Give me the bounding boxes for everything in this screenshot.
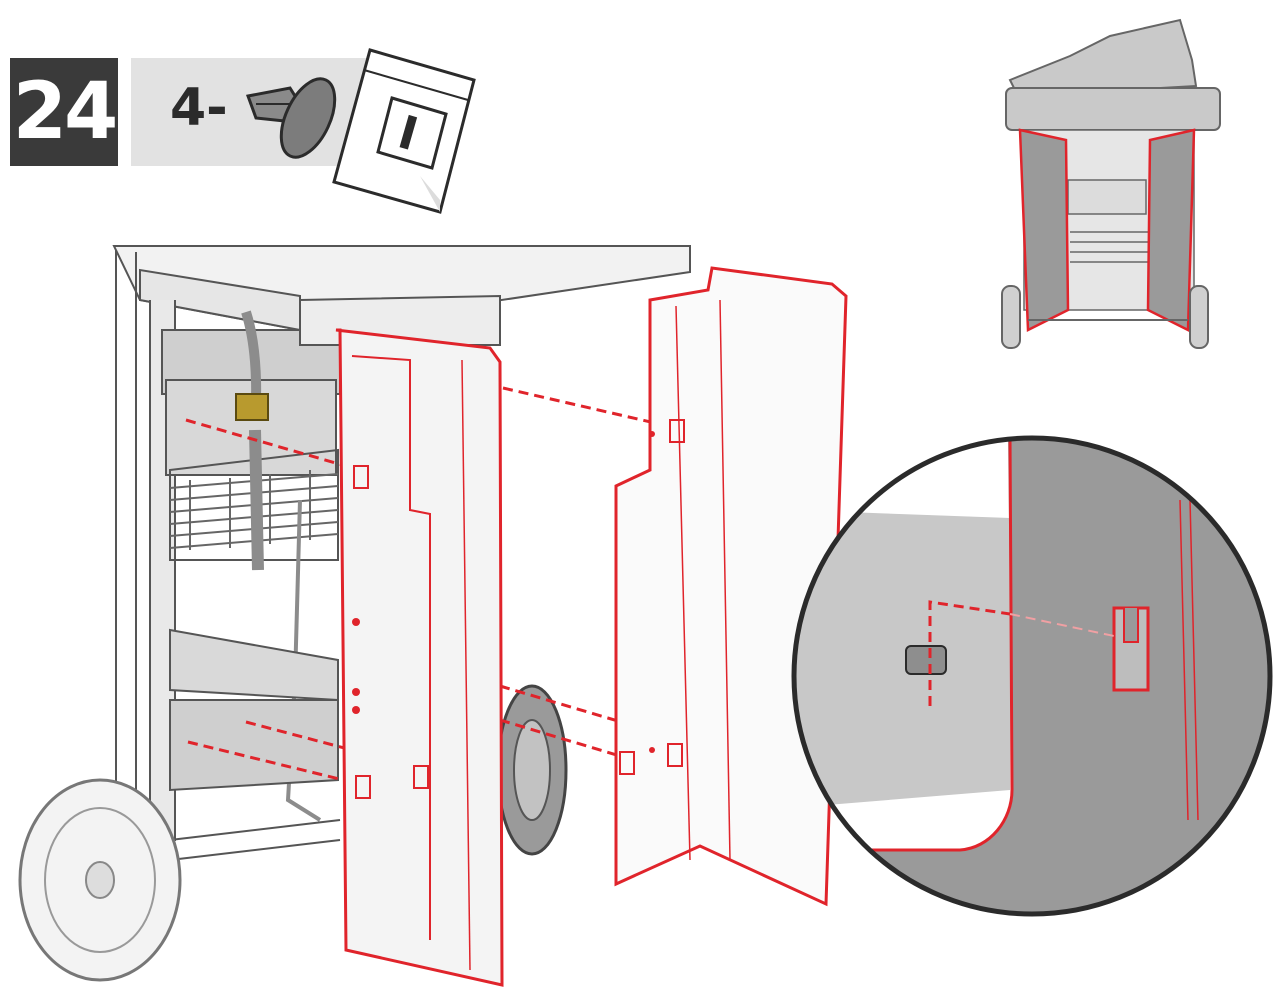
rear-wheel: [496, 684, 568, 856]
left-side-panel: [335, 328, 504, 987]
right-side-panel: [614, 266, 848, 907]
hardware-quantity: 4-: [170, 78, 228, 138]
step-number-badge: 24: [10, 58, 118, 166]
step-number: 24: [12, 67, 119, 157]
hardware-bag-icon: I: [332, 48, 476, 214]
front-wheel: [18, 778, 182, 982]
magnified-detail-icon: [791, 435, 1273, 917]
push-pin-fastener-icon: [245, 77, 337, 159]
grill-overview-icon: [1001, 18, 1221, 349]
